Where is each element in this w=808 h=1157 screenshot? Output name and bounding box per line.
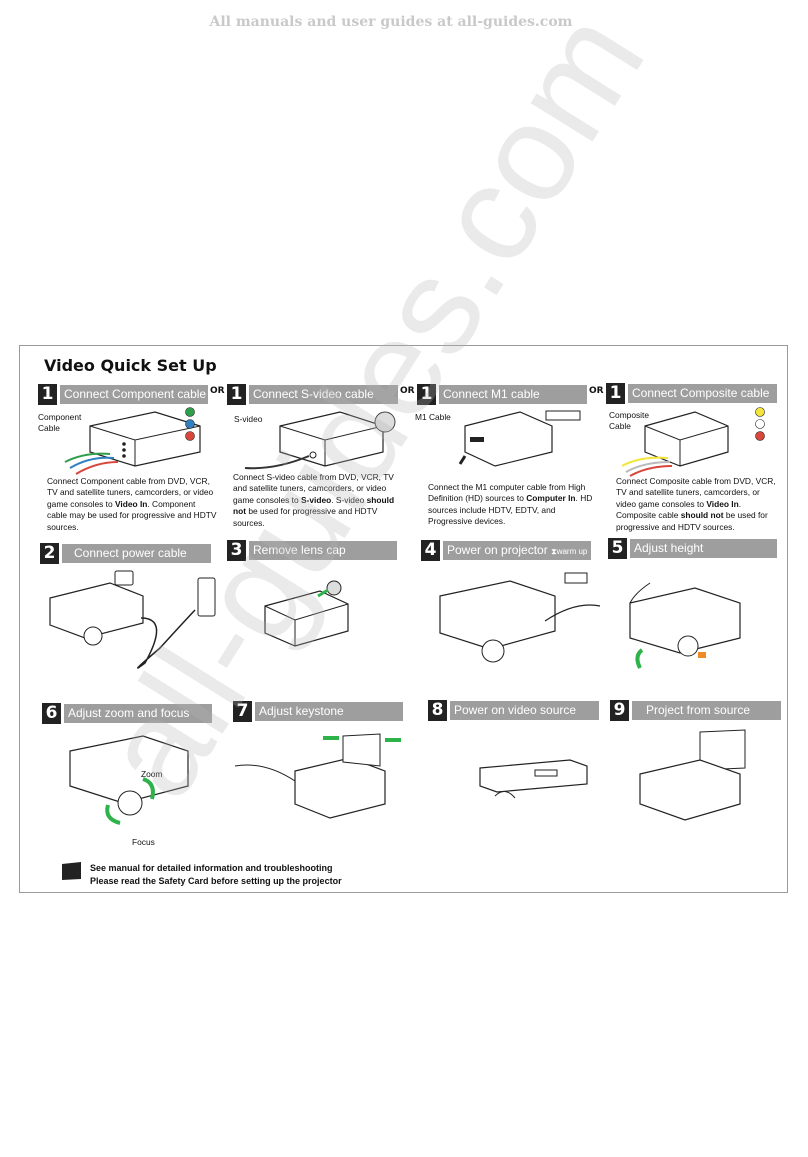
svideo-cable-illustration xyxy=(244,411,396,470)
step-number: 6 xyxy=(42,703,61,724)
note-safety: Please read the Safety Card before setti… xyxy=(90,876,342,886)
step-adjust-height: 5 Adjust height xyxy=(608,538,777,559)
svideo-cable-label: S-video xyxy=(234,414,263,424)
focus-label: Focus xyxy=(132,837,155,847)
hourglass-icon: ⧗ xyxy=(551,547,557,556)
step-label: Connect M1 cable xyxy=(439,385,587,404)
step-power-on-video-source: 8 Power on video source xyxy=(428,700,599,721)
power-cable-illustration xyxy=(49,570,216,669)
lens-cap-illustration xyxy=(264,580,349,647)
step-label: Remove lens cap xyxy=(249,541,397,560)
composite-description: Connect Composite cable from DVD, VCR, T… xyxy=(616,476,776,532)
m1-cable-label: M1 Cable xyxy=(415,412,451,422)
page-title: Video Quick Set Up xyxy=(44,356,217,375)
composite-jacks-icon xyxy=(755,407,765,441)
video-source-illustration xyxy=(479,759,588,799)
project-source-illustration xyxy=(639,729,746,821)
step-connect-m1: 1 Connect M1 cable xyxy=(417,384,587,405)
step-number: 5 xyxy=(608,538,627,559)
step-connect-svideo: 1 Connect S-video cable xyxy=(227,384,398,405)
step-number: 3 xyxy=(227,540,246,561)
step-connect-composite: 1 Connect Composite cable xyxy=(606,383,777,404)
power-on-illustration xyxy=(439,572,601,663)
composite-cable-illustration xyxy=(621,411,729,477)
composite-cable-label: Composite Cable xyxy=(609,410,650,431)
component-description: Connect Component cable from DVD, VCR, T… xyxy=(47,476,217,532)
step-number: 8 xyxy=(428,700,447,721)
step-connect-component: 1 Connect Component cable xyxy=(38,384,208,405)
step-label: Connect S-video cable xyxy=(249,385,398,404)
step-label: Connect power cable xyxy=(62,544,211,563)
or-label: OR xyxy=(400,386,415,396)
or-label: OR xyxy=(210,386,225,396)
step-label: Adjust height xyxy=(630,539,777,558)
step-number: 7 xyxy=(233,701,252,722)
step-number: 1 xyxy=(417,384,436,405)
m1-cable-illustration xyxy=(458,410,581,467)
step-power-on-projector: 4 Power on projector ⧗warm up xyxy=(421,540,591,561)
component-cable-label: Component Cable xyxy=(38,412,82,433)
step-label: Project from source xyxy=(632,701,781,720)
site-banner: All manuals and user guides at all-guide… xyxy=(209,14,573,30)
step-connect-power: 2 Connect power cable xyxy=(40,543,211,564)
note-manual: See manual for detailed information and … xyxy=(90,863,333,873)
step-remove-lens-cap: 3 Remove lens cap xyxy=(227,540,397,561)
adjust-height-illustration xyxy=(629,582,741,669)
zoom-focus-illustration xyxy=(69,735,189,825)
manual-book-icon xyxy=(62,862,81,880)
zoom-label: Zoom xyxy=(141,769,163,779)
step-number: 1 xyxy=(38,384,57,405)
m1-description: Connect the M1 computer cable from High … xyxy=(428,482,593,527)
component-cable-illustration xyxy=(64,411,201,475)
quick-setup-card: Video Quick Set Up 1 Connect Component c… xyxy=(19,345,788,893)
step-adjust-keystone: 7 Adjust keystone xyxy=(233,701,403,722)
step-label: Adjust keystone xyxy=(255,702,403,721)
step-label: Power on video source xyxy=(450,701,599,720)
step-label: Connect Composite cable xyxy=(628,384,777,403)
or-label: OR xyxy=(589,386,604,396)
svideo-description: Connect S-video cable from DVD, VCR, TV … xyxy=(233,472,395,528)
step-label: Connect Component cable xyxy=(60,385,208,404)
step-number: 1 xyxy=(606,383,625,404)
step-label: Power on projector ⧗warm up xyxy=(443,541,591,560)
step-adjust-zoom-focus: 6 Adjust zoom and focus xyxy=(42,703,212,724)
step-number: 1 xyxy=(227,384,246,405)
step-number: 9 xyxy=(610,700,629,721)
keystone-illustration xyxy=(234,733,401,819)
step-project-from-source: 9 Project from source xyxy=(610,700,781,721)
step-number: 2 xyxy=(40,543,59,564)
step-label: Adjust zoom and focus xyxy=(64,704,212,723)
component-jacks-icon xyxy=(185,407,195,441)
footer-notes: See manual for detailed information and … xyxy=(90,862,342,888)
step-number: 4 xyxy=(421,540,440,561)
